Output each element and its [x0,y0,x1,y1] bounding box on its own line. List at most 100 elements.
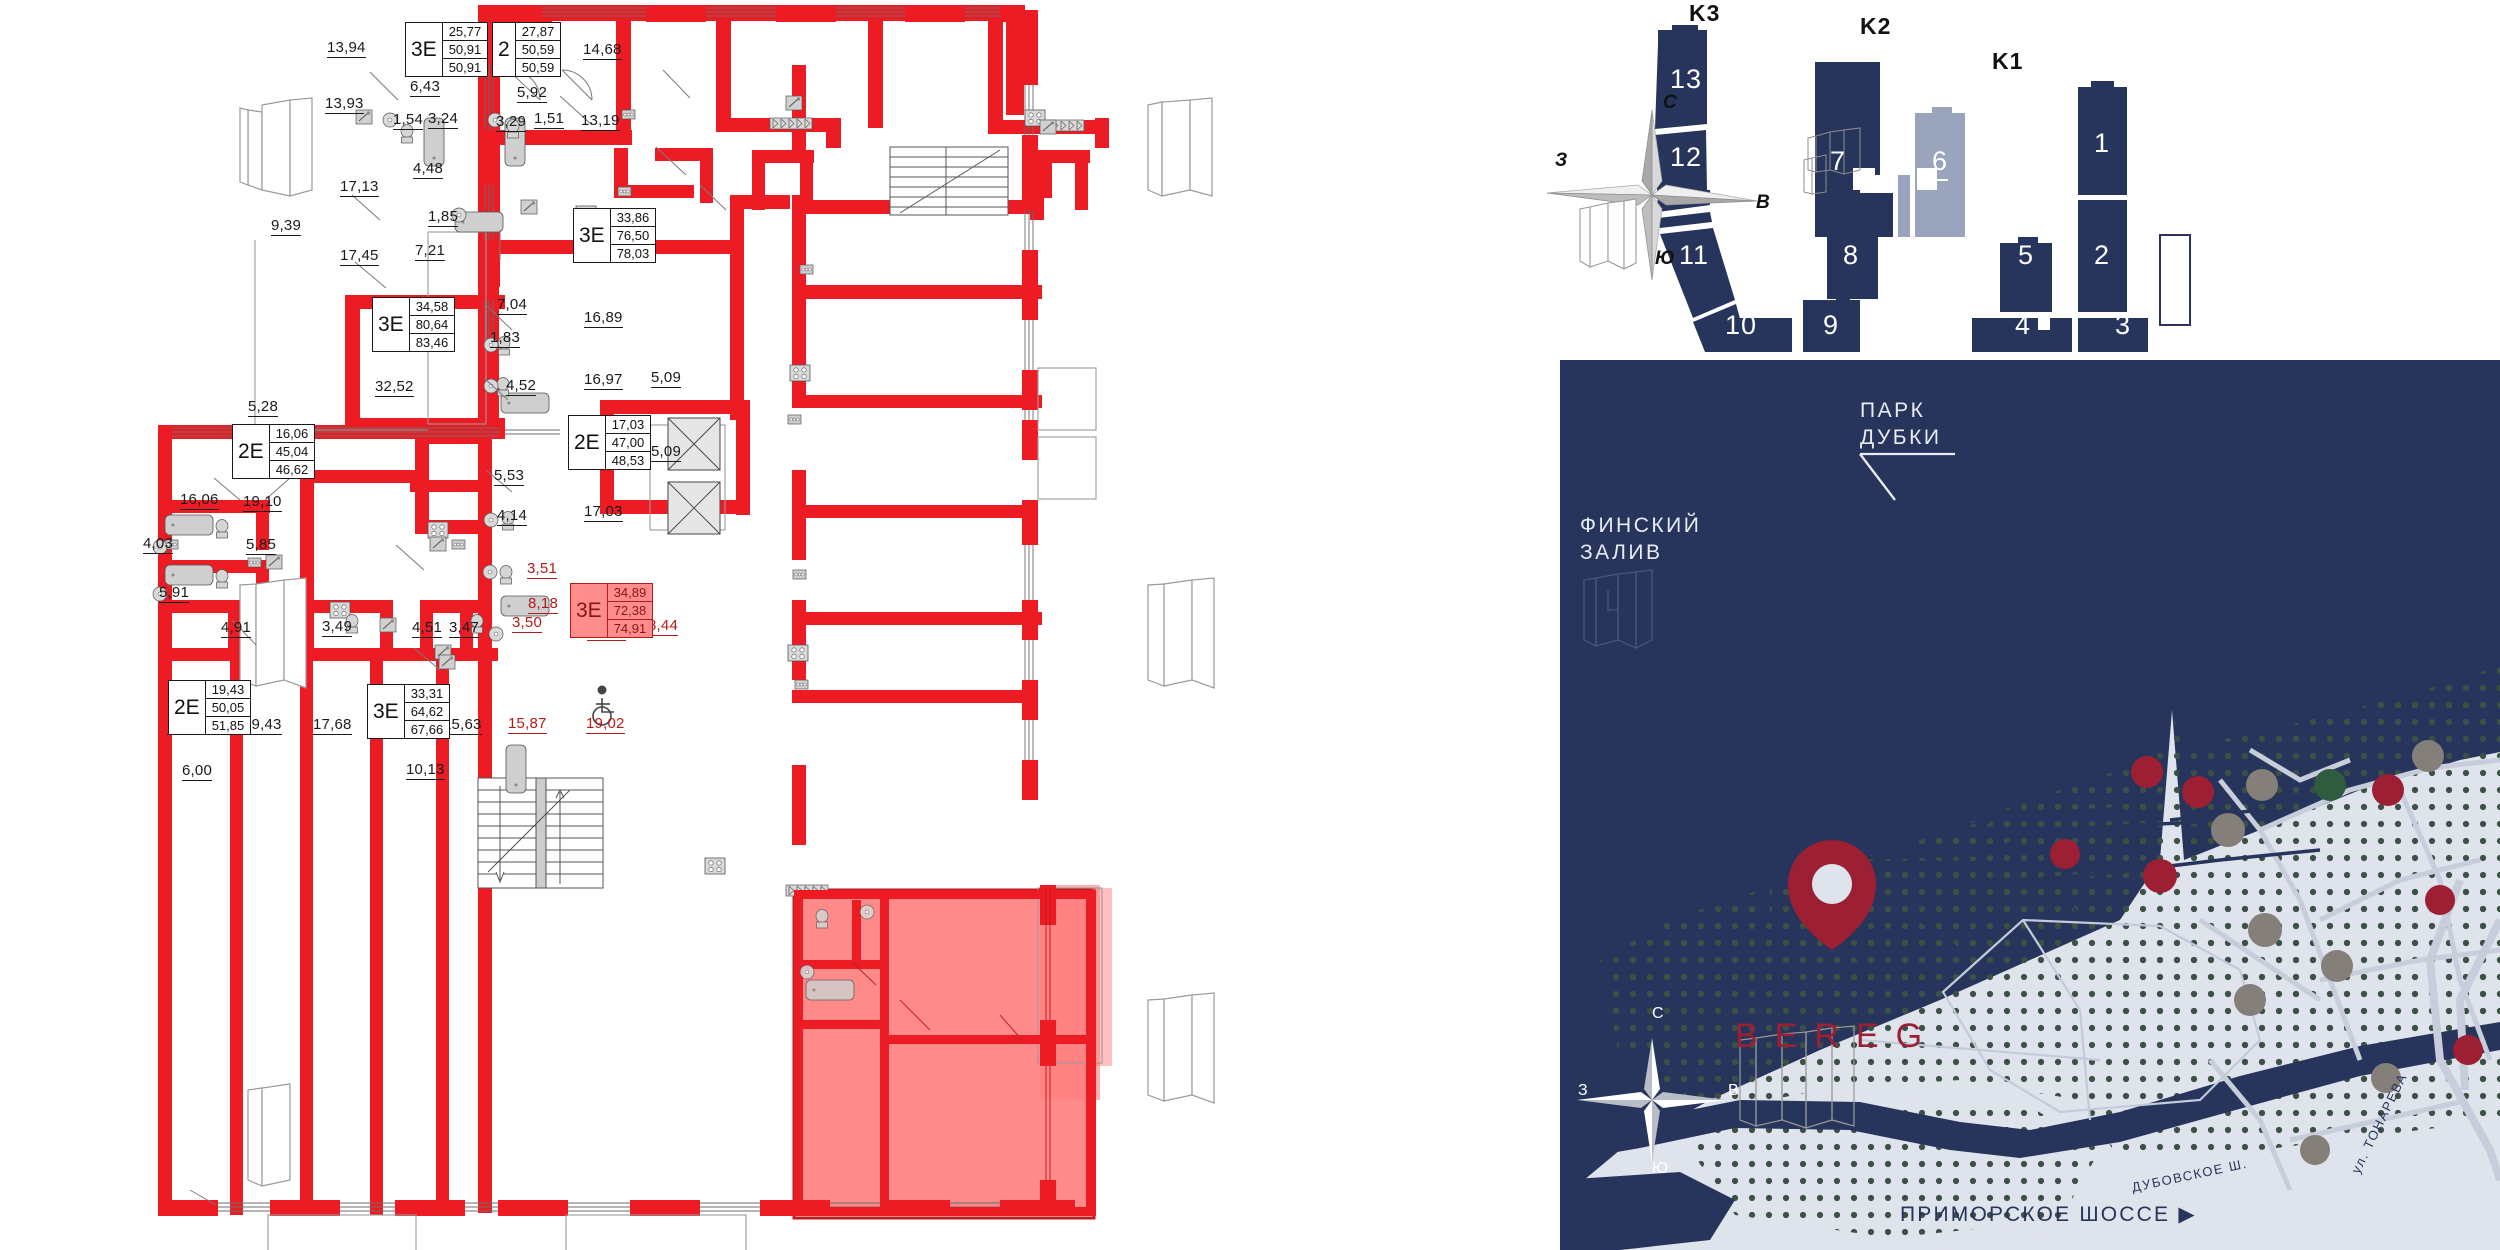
building-number-2[interactable]: 2 [2094,240,2111,270]
compass-west-site: З [1555,150,1568,171]
cluster-label-k3: K3 [1689,0,1721,26]
room-area: 17,03 [584,503,623,522]
room-area: 15,87 [508,715,547,734]
bereg-building-sketch [1739,1025,1855,1129]
highway-label: ПРИМОРСКОЕ ШОССЕ ▶ [1900,1202,2197,1227]
room-area: 19,10 [243,493,282,512]
map-river [1560,1022,2500,1162]
selected-apartment-walls [794,885,1096,1216]
project-wordmark: BEREG [1735,1017,1940,1055]
location-map[interactable]: ФИНСКИЙ ЗАЛИВ ПАРК ДУБКИ BEREG ПРИМОРСКО… [1560,360,2500,1250]
building-number-13[interactable]: 13 [1670,64,1703,94]
apartment-type: 2E [233,425,270,478]
compass-south-site: Ю [1655,248,1675,269]
room-area: 14,68 [583,41,622,60]
room-area: 3,49 [322,618,352,637]
park-label-line1: ПАРК [1860,399,1926,422]
room-area: 6,43 [410,78,440,97]
building-number-8[interactable]: 8 [1843,240,1860,270]
apartment-area-value: 46,62 [269,460,315,478]
building-number-3[interactable]: 3 [2115,310,2132,340]
building-shape-13 [1655,25,1707,129]
building-number-4[interactable]: 4 [2015,310,2032,340]
room-area: 5,09 [651,369,681,388]
map-parcel [1859,918,2262,1121]
building-shape-8 [1827,223,1878,299]
compass-rose-map [1577,1038,1727,1162]
compass-rose-site [1546,109,1758,281]
apartment-area-value: 50,05 [205,698,251,716]
apartment-type: 2E [169,681,206,734]
sea-label-line2: ЗАЛИВ [1580,541,1663,564]
location-pin[interactable] [1788,840,1876,950]
building-shape-5 [2000,237,2052,312]
compass-east-site: В [1756,192,1770,213]
apartment-type: 3E [406,23,443,76]
room-area: 17,45 [340,247,379,266]
apartment-area-value: 78,03 [610,244,656,262]
right-panel: K3 K2 K1 [1546,0,2500,1250]
cluster-label-k1: K1 [1992,48,2024,74]
compass-west-map: З [1578,1082,1588,1099]
building-shape-10 [1710,318,1792,352]
room-area: 13,19 [581,112,620,131]
sea-label-line1: ФИНСКИЙ [1580,514,1702,537]
room-area: 7,04 [497,296,527,315]
room-area: 3,24 [428,110,458,129]
room-area: 5,91 [159,584,189,603]
room-area: 32,52 [375,378,414,397]
room-area: 19,43 [243,716,282,735]
context-buildings-site [1579,198,1637,270]
apartment-area-value: 17,03 [611,417,645,432]
apartment-area-value: 50,91 [442,58,488,76]
room-area: 10,13 [406,761,445,780]
apartment-area-value: 25,77 [448,24,482,39]
apartment-area-value: 64,62 [404,702,450,720]
building-number-11[interactable]: 11 [1679,240,1710,270]
walls-red [158,5,1109,1216]
room-area: 15,63 [443,716,482,735]
room-area: 8,44 [648,617,678,636]
room-area: 1,85 [428,208,458,227]
building-number-9[interactable]: 9 [1823,310,1840,340]
room-area: 16,97 [584,371,623,390]
room-area: 6,00 [182,762,212,781]
apartment-area-value: 34,89 [613,585,647,600]
building-number-12[interactable]: 12 [1670,142,1703,172]
room-area: 16,06 [180,491,219,510]
building-shape-6-wing [1898,175,1910,237]
building-number-7[interactable]: 7 [1830,146,1847,176]
apartment-area-value: 45,04 [269,442,315,460]
building-number-5[interactable]: 5 [2018,240,2035,270]
context-buildings [239,97,1215,1187]
compass-south-map: Ю [1652,1160,1669,1177]
apartment-area-value: 50,91 [442,40,488,58]
building-number-6[interactable]: 6 [1932,146,1949,181]
building-shape-12b [1658,212,1712,228]
building-number-10[interactable]: 10 [1725,310,1758,340]
apartment-type: 3E [373,298,410,351]
compass-east-map: В [1728,1082,1739,1099]
room-area: 13,93 [325,95,364,114]
highway-arrow-icon: ▶ [2178,1203,2197,1226]
apartment-area-value: 19,43 [211,682,245,697]
apartment-area-value: 34,58 [415,299,449,314]
room-area: 4,48 [413,160,443,179]
building-number-1[interactable]: 1 [2094,128,2111,158]
highway-label-text: ПРИМОРСКОЕ ШОССЕ [1900,1203,2171,1226]
room-area: 5,92 [517,84,547,103]
apartment-type: 3E [574,209,611,262]
sea-buildings-sketch [1583,569,1653,649]
